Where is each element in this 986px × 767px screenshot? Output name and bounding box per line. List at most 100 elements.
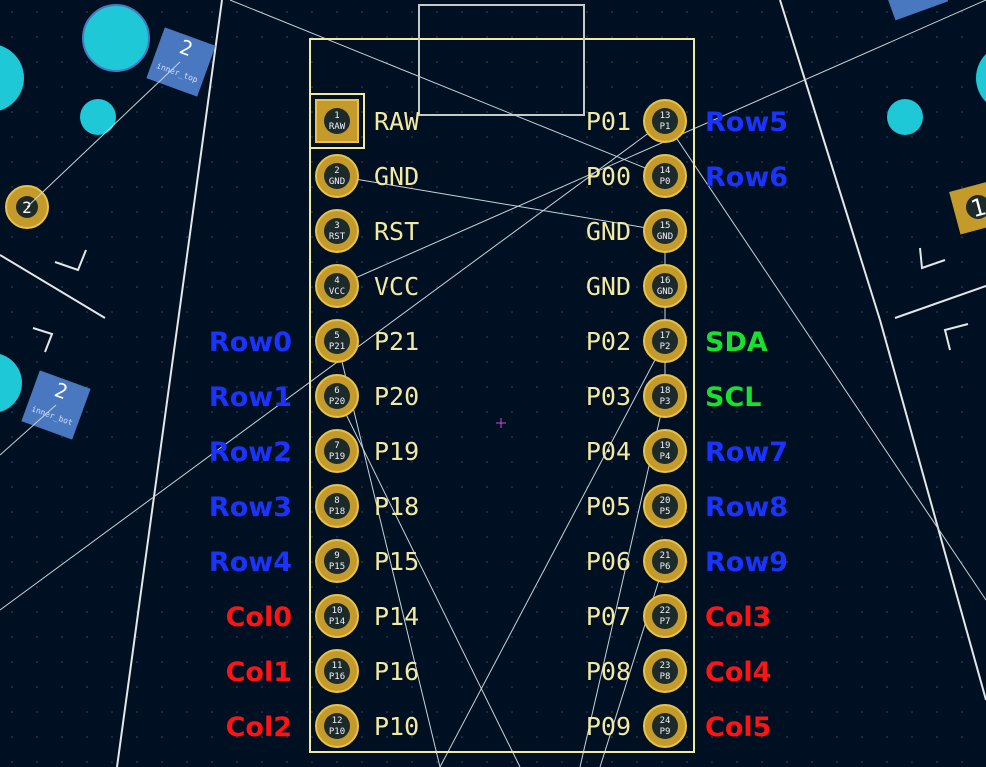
pad-name: P8 [660, 672, 671, 682]
net-label: Row6 [705, 162, 788, 193]
net-label: SCL [705, 382, 761, 413]
drill-hole [324, 383, 350, 409]
net-label: Col2 [226, 712, 292, 743]
pin-label: P14 [374, 602, 419, 631]
pad-number: 5 [334, 331, 339, 341]
pad-number: 1 [334, 111, 339, 121]
mcu-outline [309, 38, 695, 753]
drill-hole [652, 163, 678, 189]
pad-number: 15 [660, 221, 671, 231]
drill-hole [652, 218, 678, 244]
pin-label: P08 [586, 657, 631, 686]
pad-name: P15 [329, 562, 345, 572]
pad-name: P4 [660, 452, 671, 462]
drill-hole [324, 438, 350, 464]
pin-label: P10 [374, 712, 419, 741]
pad-number: 8 [334, 496, 339, 506]
pad-number: 19 [660, 441, 671, 451]
pin-label: P03 [586, 382, 631, 411]
drill-hole [652, 273, 678, 299]
pin-label: P16 [374, 657, 419, 686]
pad-name: P2 [660, 342, 671, 352]
pad-name: GND [657, 232, 673, 242]
pin-label: P15 [374, 547, 419, 576]
drill-hole [324, 108, 350, 134]
net-label: Row5 [705, 107, 788, 138]
pad-name: P21 [329, 342, 345, 352]
drill-hole [652, 493, 678, 519]
pad-number: 6 [334, 386, 339, 396]
pad-name: P7 [660, 617, 671, 627]
blue-pad-top[interactable]: 2 inner_top [146, 27, 216, 97]
pad-name: P10 [329, 727, 345, 737]
drill-hole [324, 658, 350, 684]
pad-number: 11 [332, 661, 343, 671]
pad-number: 12 [332, 716, 343, 726]
pad-name: P6 [660, 562, 671, 572]
pad-name: P0 [660, 177, 671, 187]
pad-name: RST [329, 232, 346, 242]
pad-name: P19 [329, 452, 345, 462]
pad-name: P3 [660, 397, 671, 407]
drill-hole [652, 328, 678, 354]
pad-number: 20 [660, 496, 671, 506]
pad-name: P9 [660, 727, 671, 737]
pad-number: 13 [660, 111, 671, 121]
drill-hole [324, 163, 350, 189]
drill-hole [652, 438, 678, 464]
drill-hole [652, 713, 678, 739]
drill-hole [324, 273, 350, 299]
net-label: Col0 [226, 602, 292, 633]
net-label: Row9 [705, 547, 788, 578]
drill-hole [652, 108, 678, 134]
pad-number: 9 [334, 551, 339, 561]
pad-number: 14 [660, 166, 671, 176]
pad-number: 10 [332, 606, 343, 616]
pin-label: P09 [586, 712, 631, 741]
pin-label: RAW [374, 107, 420, 136]
pad-number: 16 [660, 276, 671, 286]
pad-name: P14 [329, 617, 345, 627]
drill-hole [324, 548, 350, 574]
pad-name: VCC [329, 287, 345, 297]
blue-pad-top-right [881, 0, 949, 21]
drill-hole [324, 328, 350, 354]
gold-pad-right[interactable]: 1 [949, 179, 986, 235]
pin-label: P19 [374, 437, 419, 466]
pad-number: 23 [660, 661, 671, 671]
pin-label: P00 [586, 162, 631, 191]
pin-label: P21 [374, 327, 419, 356]
gold-pad-right-number: 1 [968, 193, 986, 224]
drill-hole [652, 548, 678, 574]
net-label: Row2 [209, 437, 292, 468]
pad-name: P5 [660, 507, 671, 517]
pad-name: RAW [329, 122, 346, 132]
